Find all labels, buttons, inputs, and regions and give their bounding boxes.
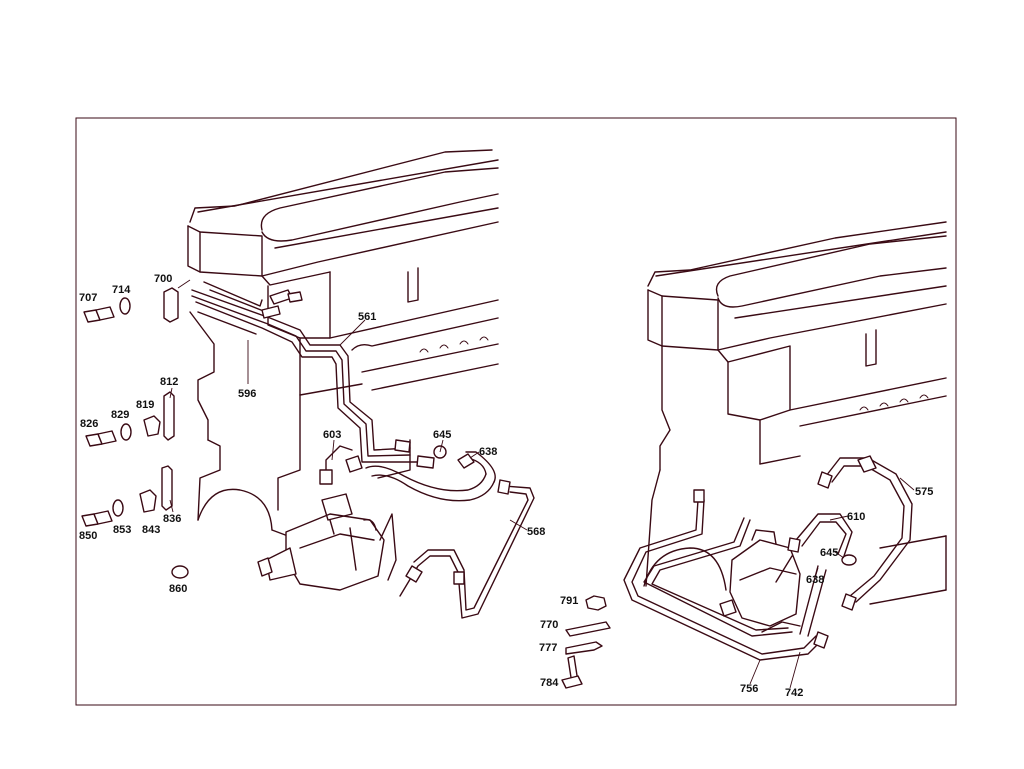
right-hoses — [775, 455, 913, 649]
label-714: 714 — [112, 284, 131, 296]
label-603: 603 — [323, 429, 341, 441]
label-777: 777 — [539, 642, 557, 654]
label-843: 843 — [142, 524, 160, 536]
right-power-steering-pump — [719, 529, 801, 633]
left-power-steering-pump — [257, 445, 397, 591]
left-small-parts — [81, 287, 189, 579]
left-pipes-596-561 — [191, 281, 435, 469]
label-853: 853 — [113, 524, 131, 536]
label-826: 826 — [80, 418, 98, 430]
label-829: 829 — [111, 409, 129, 421]
label-742: 742 — [785, 687, 803, 699]
label-561: 561 — [358, 311, 376, 323]
label-850: 850 — [79, 530, 97, 542]
label-784: 784 — [540, 677, 559, 689]
diagram-frame — [75, 117, 957, 706]
label-860: 860 — [169, 583, 187, 595]
middle-hardware — [561, 595, 611, 689]
label-638-left: 638 — [479, 446, 497, 458]
label-836: 836 — [163, 513, 181, 525]
left-engine-block — [187, 149, 499, 537]
label-700: 700 — [154, 273, 172, 285]
label-819: 819 — [136, 399, 154, 411]
callout-labels: 707 714 700 561 596 812 819 829 826 603 … — [79, 273, 933, 699]
label-568: 568 — [527, 526, 545, 538]
leader-lines — [169, 279, 915, 689]
label-610: 610 — [847, 511, 865, 523]
label-756: 756 — [740, 683, 758, 695]
label-645-right: 645 — [820, 547, 838, 559]
right-engine-block — [643, 221, 947, 605]
right-pressure-lines — [623, 489, 823, 661]
label-707: 707 — [79, 292, 97, 304]
label-638-right: 638 — [806, 574, 824, 586]
left-return-line-568 — [399, 479, 535, 619]
label-596: 596 — [238, 388, 256, 400]
label-645-left: 645 — [433, 429, 451, 441]
label-812: 812 — [160, 376, 178, 388]
label-770: 770 — [540, 619, 558, 631]
label-575: 575 — [915, 486, 933, 498]
label-791: 791 — [560, 595, 578, 607]
